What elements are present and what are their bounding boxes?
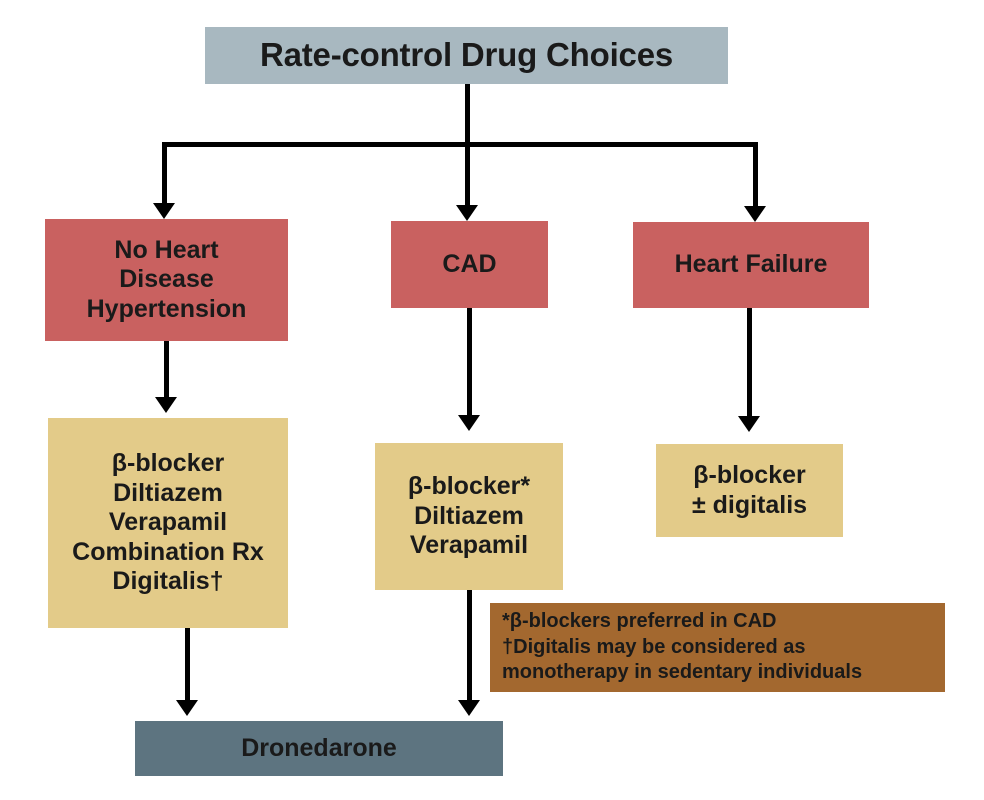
outcome-label: Dronedarone (241, 733, 397, 762)
drug-line: Verapamil (409, 531, 529, 560)
condition-box-no-heart-disease: No Heart Disease Hypertension (45, 219, 288, 341)
connector-cad-to-drugs (467, 308, 472, 417)
footnote-box: *β-blockers preferred in CAD †Digitalis … (490, 603, 945, 692)
title-label: Rate-control Drug Choices (259, 36, 674, 74)
connector-branch-bar (162, 142, 758, 147)
condition-line: Disease (119, 265, 214, 294)
connector-cad-drugs-to-dronedarone (467, 590, 472, 702)
drug-line: Diltiazem (414, 501, 524, 530)
drug-line: β-blocker* (407, 472, 531, 501)
drug-line: ± digitalis (691, 490, 808, 519)
connector-branch-left (162, 142, 167, 204)
arrowhead-cad-drugs-to-dronedarone (458, 700, 480, 716)
outcome-box-dronedarone: Dronedarone (135, 721, 503, 776)
connector-title-stem (465, 84, 470, 147)
drug-box-cad: β-blocker* Diltiazem Verapamil (375, 443, 563, 590)
drug-line: β-blocker (111, 449, 225, 478)
drug-line: Digitalis† (112, 567, 224, 596)
drug-line: Combination Rx (72, 537, 264, 566)
arrowhead-cad-to-drugs (458, 415, 480, 431)
connector-left-drugs-to-dronedarone (185, 628, 190, 702)
connector-branch-right (753, 142, 758, 206)
connector-heart-failure-to-drugs (747, 308, 752, 417)
condition-line: CAD (442, 249, 497, 278)
drug-box-heart-failure: β-blocker ± digitalis (656, 444, 843, 537)
footnote-line: *β-blockers preferred in CAD (502, 610, 777, 633)
footnote-line: monotherapy in sedentary individuals (502, 661, 863, 684)
arrowhead-no-heart-disease-to-drugs (155, 397, 177, 413)
condition-line: Hypertension (86, 294, 247, 323)
title-box: Rate-control Drug Choices (205, 27, 728, 84)
connector-branch-middle (465, 142, 470, 206)
arrowhead-branch-right (744, 206, 766, 222)
arrowhead-branch-left (153, 203, 175, 219)
drug-line: Diltiazem (113, 478, 223, 507)
arrowhead-branch-middle (456, 205, 478, 221)
drug-line: Verapamil (108, 508, 228, 537)
arrowhead-heart-failure-to-drugs (738, 416, 760, 432)
connector-no-heart-disease-to-drugs (164, 341, 169, 399)
condition-line: Heart Failure (674, 250, 828, 279)
footnote-line: †Digitalis may be considered as (502, 635, 806, 658)
condition-box-heart-failure: Heart Failure (633, 222, 869, 308)
condition-box-cad: CAD (391, 221, 548, 308)
arrowhead-left-drugs-to-dronedarone (176, 700, 198, 716)
drug-line: β-blocker (693, 461, 806, 489)
condition-line: No Heart (114, 235, 219, 264)
drug-box-no-heart-disease: β-blocker Diltiazem Verapamil Combinatio… (48, 418, 288, 628)
